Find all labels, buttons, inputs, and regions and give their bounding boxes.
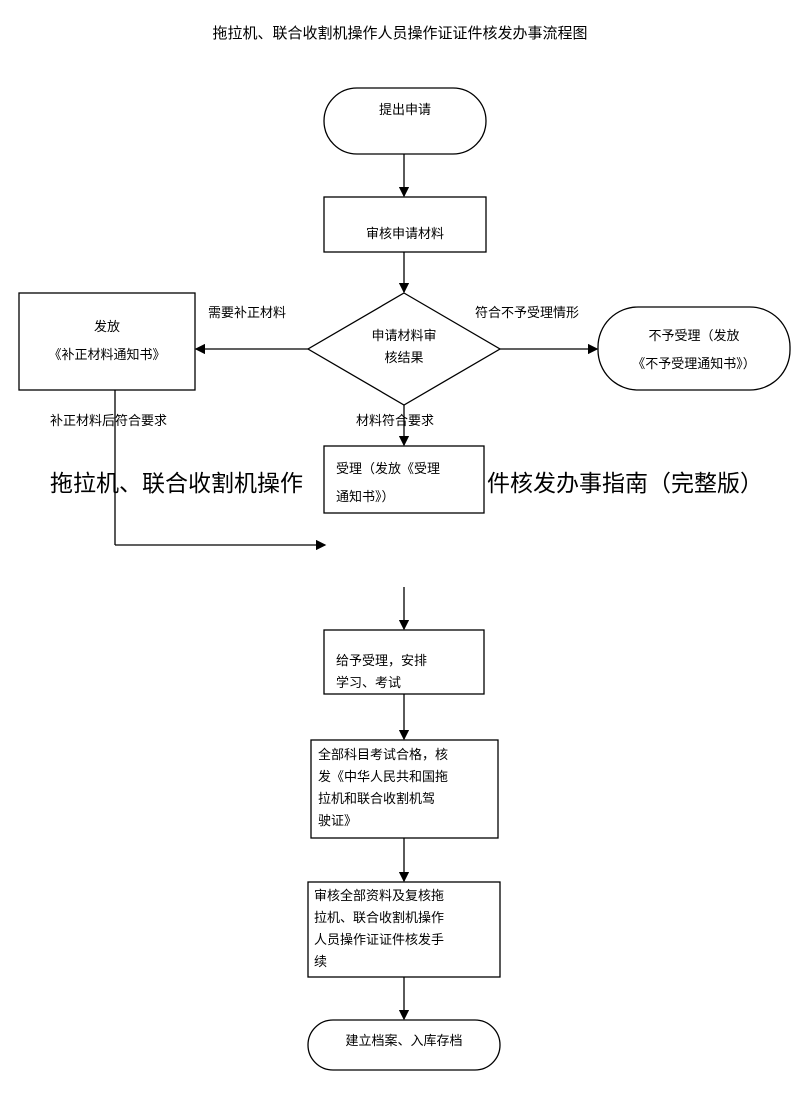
verify-box (307, 881, 501, 978)
end-label: 建立档案、入库存档 (345, 1034, 463, 1049)
start-label: 提出申请 (378, 103, 431, 118)
overlay-text-right: 件核发办事指南（完整版） (487, 471, 763, 497)
decision-label: 申请材料审核结果 (371, 329, 437, 366)
edge-label-reject-case: 符合不予受理情形 (475, 306, 580, 321)
edge-label-need-supplement: 需要补正材料 (208, 306, 287, 321)
issue-label: 全部科目考试合格，核发《中华人民共和国拖拉机和联合收割机驾驶证》 (318, 748, 449, 829)
edge-label-after-supplement: 补正材料后符合要求 (50, 414, 168, 429)
supplement-box (18, 292, 196, 391)
edge-label-meets: 材料符合要求 (356, 414, 435, 429)
verify-label: 审核全部资料及复核拖拉机、联合收割机操作人员操作证证件核发手续 (314, 889, 445, 970)
flowchart-title: 拖拉机、联合收割机操作人员操作证证件核发办事流程图 (212, 24, 588, 42)
start-terminal (323, 87, 487, 155)
supplement-label: 发放《补正材料通知书》 (48, 320, 166, 363)
study-label: 给予受理，安排学习、考试 (336, 654, 428, 691)
accept-label: 受理（发放《受理通知书》） (336, 462, 441, 505)
reject-label: 不予受理（发放《不予受理通知书》） (632, 329, 756, 372)
review-box (323, 196, 487, 253)
review-label: 审核申请材料 (365, 227, 444, 242)
overlay-text-left: 拖拉机、联合收割机操作 (50, 471, 303, 497)
